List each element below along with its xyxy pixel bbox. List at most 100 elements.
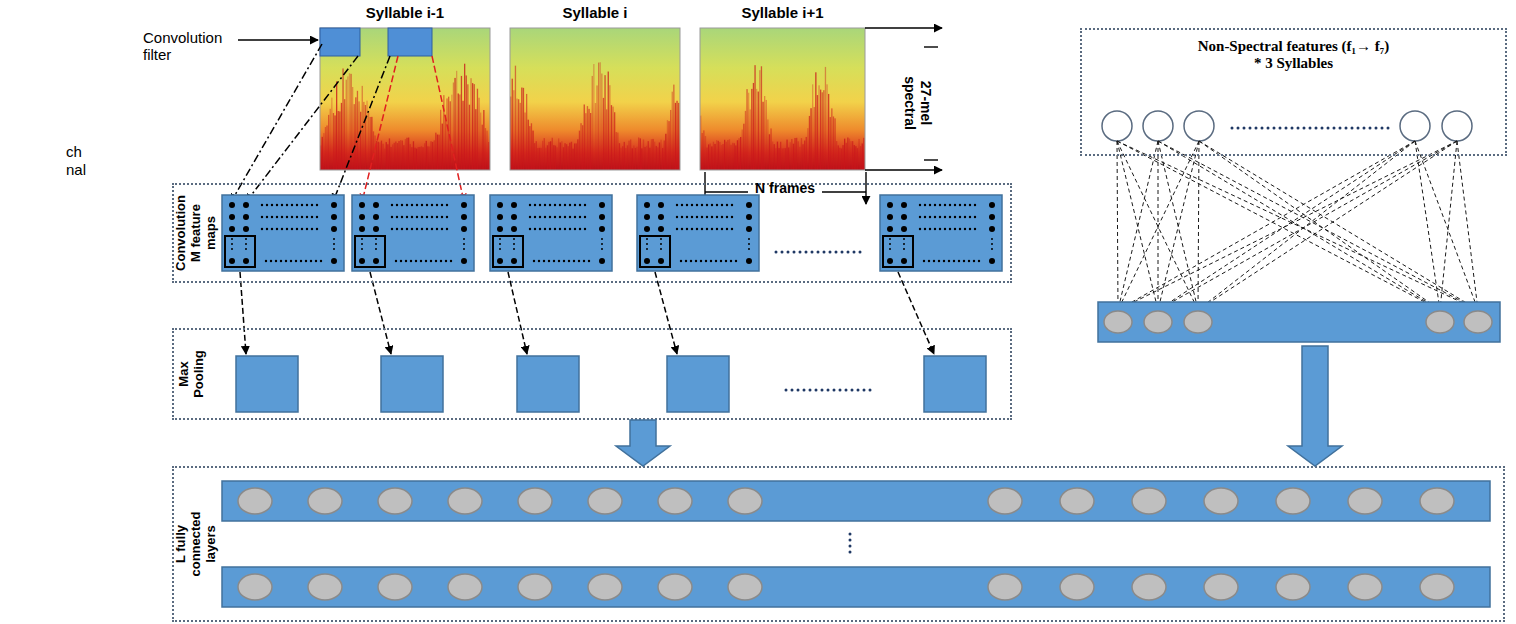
spectrogram-streak xyxy=(860,146,861,170)
spectrogram-streak xyxy=(774,144,775,170)
spectrogram-streak xyxy=(582,125,583,170)
spectrogram-streak xyxy=(636,147,637,170)
spectrogram-streak xyxy=(758,92,759,170)
fully-connected-layer xyxy=(588,488,622,514)
fully-connected-layer xyxy=(1348,574,1382,600)
group-box: Convolution M feature maps xyxy=(172,183,1012,283)
spectrogram-streak xyxy=(437,135,438,170)
fully-connected-layer xyxy=(518,574,552,600)
spectrogram-streak xyxy=(580,123,581,170)
dense-connection xyxy=(1158,141,1199,310)
spectrogram-streak xyxy=(531,123,532,170)
spectrogram-streak xyxy=(750,109,751,170)
spectrogram-streak xyxy=(366,101,367,170)
fully-connected-layer xyxy=(238,574,272,600)
spectrogram-streak xyxy=(649,148,650,170)
spectrogram-streak xyxy=(470,78,471,170)
group-box: L fully connected layers xyxy=(172,466,1505,622)
annotation-text: nal xyxy=(66,161,86,178)
spectrogram-streak xyxy=(746,89,747,170)
dense-layer xyxy=(1184,311,1212,333)
feature-map xyxy=(637,195,759,271)
fully-connected-layer xyxy=(1060,488,1094,514)
pooling-arrow xyxy=(240,272,246,354)
spectrogram-streak xyxy=(576,143,577,170)
spectrogram-streak xyxy=(574,143,575,170)
spectrogram-streak xyxy=(640,138,641,170)
spectrogram-streak xyxy=(459,94,460,170)
spectrogram-streak xyxy=(569,143,570,170)
spectrogram-streak xyxy=(542,141,543,170)
spectrogram-streak xyxy=(378,142,379,170)
dense-connection xyxy=(1457,141,1478,310)
spectrogram-streak xyxy=(424,143,425,170)
spectrogram-streak xyxy=(346,80,347,170)
dense-connection xyxy=(1198,141,1457,310)
spectrogram-streak xyxy=(422,147,423,170)
annotation-text: ch xyxy=(66,143,82,160)
spectrogram-streak xyxy=(326,125,327,170)
spectrogram-streak xyxy=(609,85,610,170)
spectrogram-streak xyxy=(558,138,559,170)
group-box: Non-Spectral features (f₁→ f₇) * 3 Sylla… xyxy=(1080,28,1507,156)
spectrogram-streak xyxy=(628,141,629,170)
spectrogram-streak xyxy=(830,117,831,170)
spectrogram-streak xyxy=(560,142,561,170)
spectrogram-streak xyxy=(748,93,749,170)
fully-connected-layer xyxy=(988,574,1022,600)
ellipsis-dots xyxy=(786,389,872,392)
spectrogram-streak xyxy=(842,145,843,170)
spectrogram-streak xyxy=(711,146,712,170)
spectrogram-streak xyxy=(769,134,770,170)
spectrogram-streak xyxy=(593,64,594,170)
spectrogram-streak xyxy=(392,144,393,170)
spectrogram-streak xyxy=(408,138,409,170)
syllable-heading: Syllable i xyxy=(510,4,680,21)
spectrogram-streak xyxy=(572,149,573,170)
spectrogram-streak xyxy=(799,147,800,170)
spectrogram-streak xyxy=(672,92,673,170)
spectrogram-streak xyxy=(710,144,711,170)
spectrogram-streak xyxy=(485,128,486,170)
spectrogram-streak xyxy=(563,147,564,170)
spectrogram-streak xyxy=(719,142,720,170)
spectrogram-streak xyxy=(702,133,703,170)
spectrogram-streak xyxy=(368,113,369,170)
spectrogram-streak xyxy=(469,105,470,170)
spectrogram-streak xyxy=(714,144,715,170)
spectrogram-streak xyxy=(370,117,371,170)
spectrogram-streak xyxy=(849,139,850,170)
spectrogram-streak xyxy=(555,146,556,170)
fully-connected-layer xyxy=(658,574,692,600)
spectrogram-streak xyxy=(801,138,802,170)
dense-layer xyxy=(1426,311,1454,333)
spectrogram-streak xyxy=(363,102,364,170)
spectrogram-streak xyxy=(638,137,639,170)
spectrogram-streak xyxy=(438,135,439,170)
dimension-arrow xyxy=(865,172,866,204)
group-box: Max Pooling xyxy=(172,328,1012,420)
spectrogram-streak xyxy=(676,101,677,170)
spectrogram-streak xyxy=(786,140,787,170)
spectrogram-streak xyxy=(344,99,345,170)
spectrogram-streak xyxy=(427,146,428,170)
spectrogram-streak xyxy=(336,81,337,170)
convolution-filter xyxy=(320,28,432,56)
fully-connected-layer xyxy=(448,574,482,600)
spectrogram-streak xyxy=(802,144,803,170)
spectrogram-streak xyxy=(616,132,617,170)
spectrogram-streak xyxy=(740,137,741,170)
spectrogram-streak xyxy=(413,141,414,170)
spectrogram-streak xyxy=(526,94,527,170)
spectrogram-streak xyxy=(745,111,746,170)
spectrogram-streak xyxy=(627,145,628,170)
spectrogram-streak xyxy=(547,145,548,170)
spectrogram-streak xyxy=(858,139,859,170)
spectrogram-streak xyxy=(718,141,719,170)
spectrogram-streak xyxy=(633,145,634,170)
dense-connection xyxy=(1117,141,1478,310)
fully-connected-layer xyxy=(378,574,412,600)
spectrogram-streak xyxy=(419,147,420,170)
